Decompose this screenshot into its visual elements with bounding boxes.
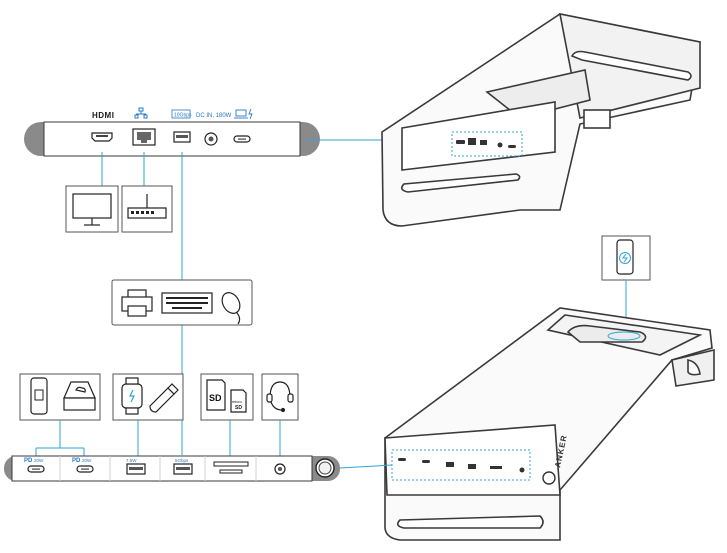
wireless-phone-icon — [616, 239, 634, 275]
laptop-label-icon — [234, 108, 253, 120]
pd-label-2: PD — [72, 458, 81, 464]
ethernet-port[interactable] — [132, 128, 156, 146]
usb-a-charging-port[interactable] — [126, 463, 146, 475]
pd-rate-label-1: 20W — [34, 458, 44, 463]
external-drive-icon — [63, 381, 96, 411]
dc-in-label: DC IN, 180W — [196, 113, 232, 119]
usb-a-speed-label: 5Gbps — [175, 458, 189, 463]
usb-c-pd-port-2[interactable] — [76, 465, 94, 473]
svg-text:micro: micro — [232, 399, 243, 404]
sd-card-icon: SD — [206, 379, 226, 411]
front-panel: PD 20W PD 20W 7.5W 5Gbps — [4, 455, 340, 482]
front-panel-face — [11, 455, 313, 482]
router-icon — [121, 185, 173, 233]
phone-ssd-box — [19, 373, 101, 421]
svg-text:SD: SD — [209, 393, 222, 403]
headset-icon — [266, 381, 294, 413]
dc-in-port[interactable] — [204, 132, 218, 146]
front-device-boxes: SD micro SD — [19, 373, 299, 421]
sd-card-slot[interactable] — [213, 461, 249, 474]
usb-c-pd-port-1[interactable] — [27, 465, 45, 473]
watch-usb-box — [112, 373, 184, 421]
printer-icon — [121, 289, 153, 317]
usb-a-fast-label: 7.5W — [126, 458, 137, 463]
usb-c-upstream-port[interactable] — [233, 135, 251, 143]
pd-rate-label-2: 20W — [82, 458, 92, 463]
front-mini-ports — [398, 458, 556, 485]
usb-a-port[interactable] — [173, 131, 191, 143]
watch-icon — [121, 377, 143, 415]
pd-label-1: PD — [24, 458, 33, 464]
shared-devices-box — [111, 279, 253, 326]
hdmi-port[interactable] — [91, 132, 113, 142]
wireless-pad-marker — [607, 331, 641, 341]
keyboard-icon — [161, 292, 213, 314]
sd-cards-box: SD micro SD — [200, 373, 254, 421]
power-button[interactable] — [315, 458, 335, 478]
wireless-phone-box — [601, 235, 651, 335]
ethernet-label-icon — [134, 107, 148, 119]
stand-front-view — [384, 307, 715, 541]
mouse-icon — [221, 292, 241, 325]
phone-icon — [30, 377, 48, 415]
audio-jack[interactable] — [274, 463, 286, 475]
hdmi-label: HDMI — [92, 111, 114, 120]
monitor-icon — [65, 185, 119, 233]
rear-panel-face — [43, 121, 301, 157]
rear-panel: HDMI 10Gbps DC IN, 180W — [24, 107, 320, 157]
usb-speed-label: 10Gbps — [174, 113, 192, 119]
usb-a-data-port[interactable] — [173, 463, 193, 475]
usb-stick-icon — [149, 383, 179, 413]
headset-box — [261, 373, 299, 421]
micro-sd-card-icon: micro SD — [230, 389, 247, 413]
front-connector-lines — [35, 420, 393, 469]
stand-rear-view — [381, 12, 701, 227]
svg-text:SD: SD — [235, 405, 242, 411]
